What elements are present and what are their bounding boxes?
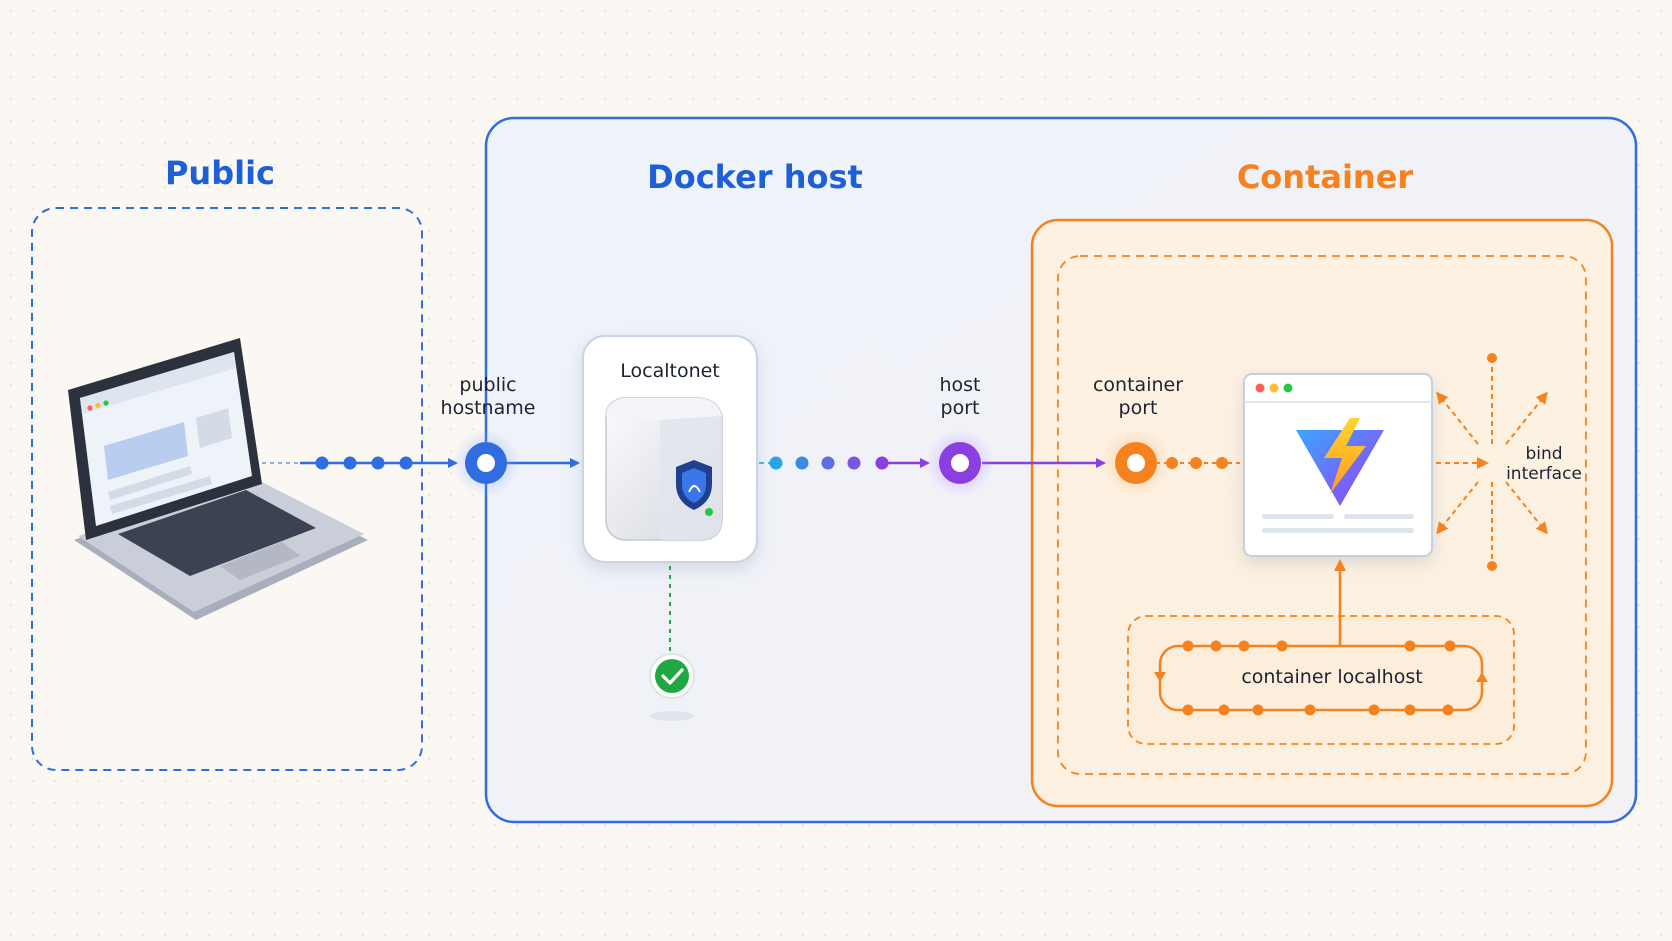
check-icon — [649, 653, 695, 699]
host-port-node — [926, 429, 994, 497]
host-port-label-line-1: host — [939, 374, 981, 396]
window-close-dot — [1255, 383, 1265, 393]
bind-interface-label-line-2: interface — [1506, 464, 1582, 485]
public-zone-title: Public — [164, 154, 276, 192]
bind-interface-label-line-1: bind — [1525, 444, 1563, 464]
container-port-label: container port — [1078, 374, 1198, 420]
status-shadow — [650, 711, 694, 721]
localhost-loop — [1154, 640, 1488, 716]
public-hostname-label-line-2: hostname — [440, 396, 536, 419]
public-hostname-node — [452, 429, 520, 497]
shield-icon — [676, 460, 712, 510]
bind-interface-starburst — [1436, 362, 1548, 562]
bind-interface-label: bind interface — [1500, 444, 1588, 485]
container-localhost-label: container localhost — [1241, 666, 1423, 688]
vite-logo-icon — [1296, 418, 1384, 506]
docker-host-zone-title: Docker host — [647, 158, 863, 196]
host-port-label-line-2: port — [940, 396, 980, 419]
host-port-label: host port — [910, 374, 1010, 420]
public-hostname-label: public hostname — [426, 374, 550, 420]
container-inner-zone — [1057, 255, 1587, 775]
localtonet-label: Localtonet — [620, 360, 720, 382]
app-content-line-3 — [1262, 528, 1414, 533]
window-maximize-dot — [1283, 383, 1293, 393]
app-content-line-2 — [1344, 514, 1414, 519]
public-hostname-label-line-1: public — [459, 374, 517, 396]
app-content-line-1 — [1262, 514, 1334, 519]
laptop-icon — [68, 338, 368, 620]
container-port-label-line-2: port — [1118, 396, 1158, 419]
public-to-hostname-link — [262, 456, 458, 470]
bind-interface-bottom-dot — [1487, 561, 1497, 571]
window-minimize-dot — [1269, 383, 1279, 393]
container-zone-title: Container — [1236, 158, 1414, 196]
container-port-label-line-1: container — [1092, 374, 1184, 396]
container-port-node — [1102, 429, 1170, 497]
bind-interface-top-dot — [1487, 353, 1497, 363]
